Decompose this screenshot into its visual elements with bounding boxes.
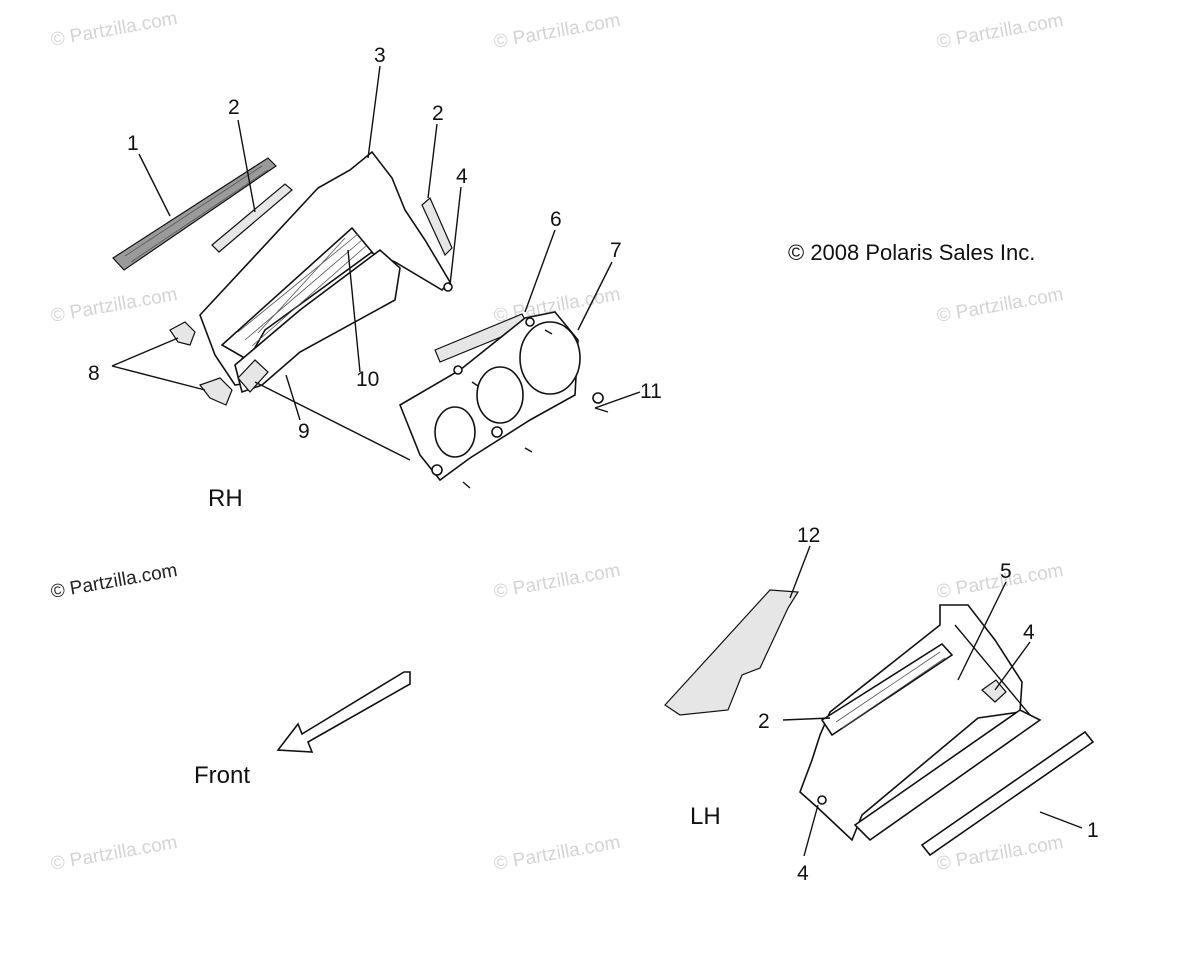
- watermark: © Partzilla.com: [49, 284, 179, 327]
- lh-screw-part: [981, 679, 1007, 703]
- lh-assembly: 12 5 4 2 1 4: [664, 524, 1099, 885]
- callout-rh-6: 6: [550, 208, 562, 231]
- rh-grommet: [592, 392, 604, 404]
- callout-lh-1: 1: [1087, 819, 1099, 842]
- lh-lower-part: [853, 709, 1042, 842]
- rh-label: RH: [208, 485, 243, 512]
- callout-lh-4b: 4: [797, 862, 809, 885]
- callout-rh-10: 10: [356, 368, 379, 391]
- rh-grommet: [453, 365, 463, 375]
- callout-lh-5: 5: [1000, 560, 1012, 583]
- callout-rh-4: 4: [456, 165, 468, 188]
- rh-screw-part: [443, 282, 453, 292]
- watermark: © Partzilla.com: [49, 560, 179, 603]
- front-arrow-icon: [276, 671, 411, 753]
- callout-rh-11: 11: [640, 380, 662, 403]
- rh-bumper-part-a: [169, 321, 196, 346]
- rh-bumper-part-b: [199, 377, 233, 406]
- lh-part-12: [664, 589, 800, 716]
- callout-rh-3: 3: [374, 44, 386, 67]
- callout-lh-12: 12: [797, 524, 820, 547]
- watermark: © Partzilla.com: [492, 10, 622, 53]
- watermark: © Partzilla.com: [49, 832, 179, 875]
- copyright-text: © 2008 Polaris Sales Inc.: [788, 240, 1035, 265]
- front-arrow: [276, 671, 411, 753]
- watermark: © Partzilla.com: [492, 832, 622, 875]
- callout-rh-7: 7: [610, 239, 622, 262]
- lh-screw-lower: [817, 795, 827, 805]
- rh-seal-part: [211, 183, 293, 253]
- callout-rh-2b: 2: [432, 102, 444, 125]
- callout-rh-2: 2: [228, 96, 240, 119]
- callout-rh-8: 8: [88, 362, 100, 385]
- callout-lh-2: 2: [758, 710, 770, 733]
- rh-seal-part-2: [421, 197, 453, 257]
- rh-grommet: [525, 317, 535, 327]
- rh-gauge-medium: [476, 366, 524, 424]
- watermark: © Partzilla.com: [935, 284, 1065, 327]
- lh-seal-part: [820, 642, 954, 737]
- rh-grommet: [491, 426, 503, 438]
- callout-rh-9: 9: [298, 420, 310, 443]
- watermark: © Partzilla.com: [492, 560, 622, 603]
- callout-lh-4: 4: [1023, 621, 1035, 644]
- rh-gauge-large: [519, 321, 581, 395]
- watermark: © Partzilla.com: [49, 8, 179, 51]
- lh-label: LH: [690, 803, 721, 830]
- rh-part-9: [237, 359, 269, 393]
- front-label: Front: [194, 762, 250, 789]
- rh-trim-strip-part: [112, 157, 277, 271]
- lh-trim-strip-part: [920, 730, 1095, 857]
- callout-rh-1: 1: [127, 132, 139, 155]
- watermark: © Partzilla.com: [935, 10, 1065, 53]
- rh-assembly: 1 2 3 2 4 6 7 8 9 10 11: [88, 44, 662, 489]
- rh-gauge-small: [434, 406, 476, 458]
- rh-grommet: [431, 464, 443, 476]
